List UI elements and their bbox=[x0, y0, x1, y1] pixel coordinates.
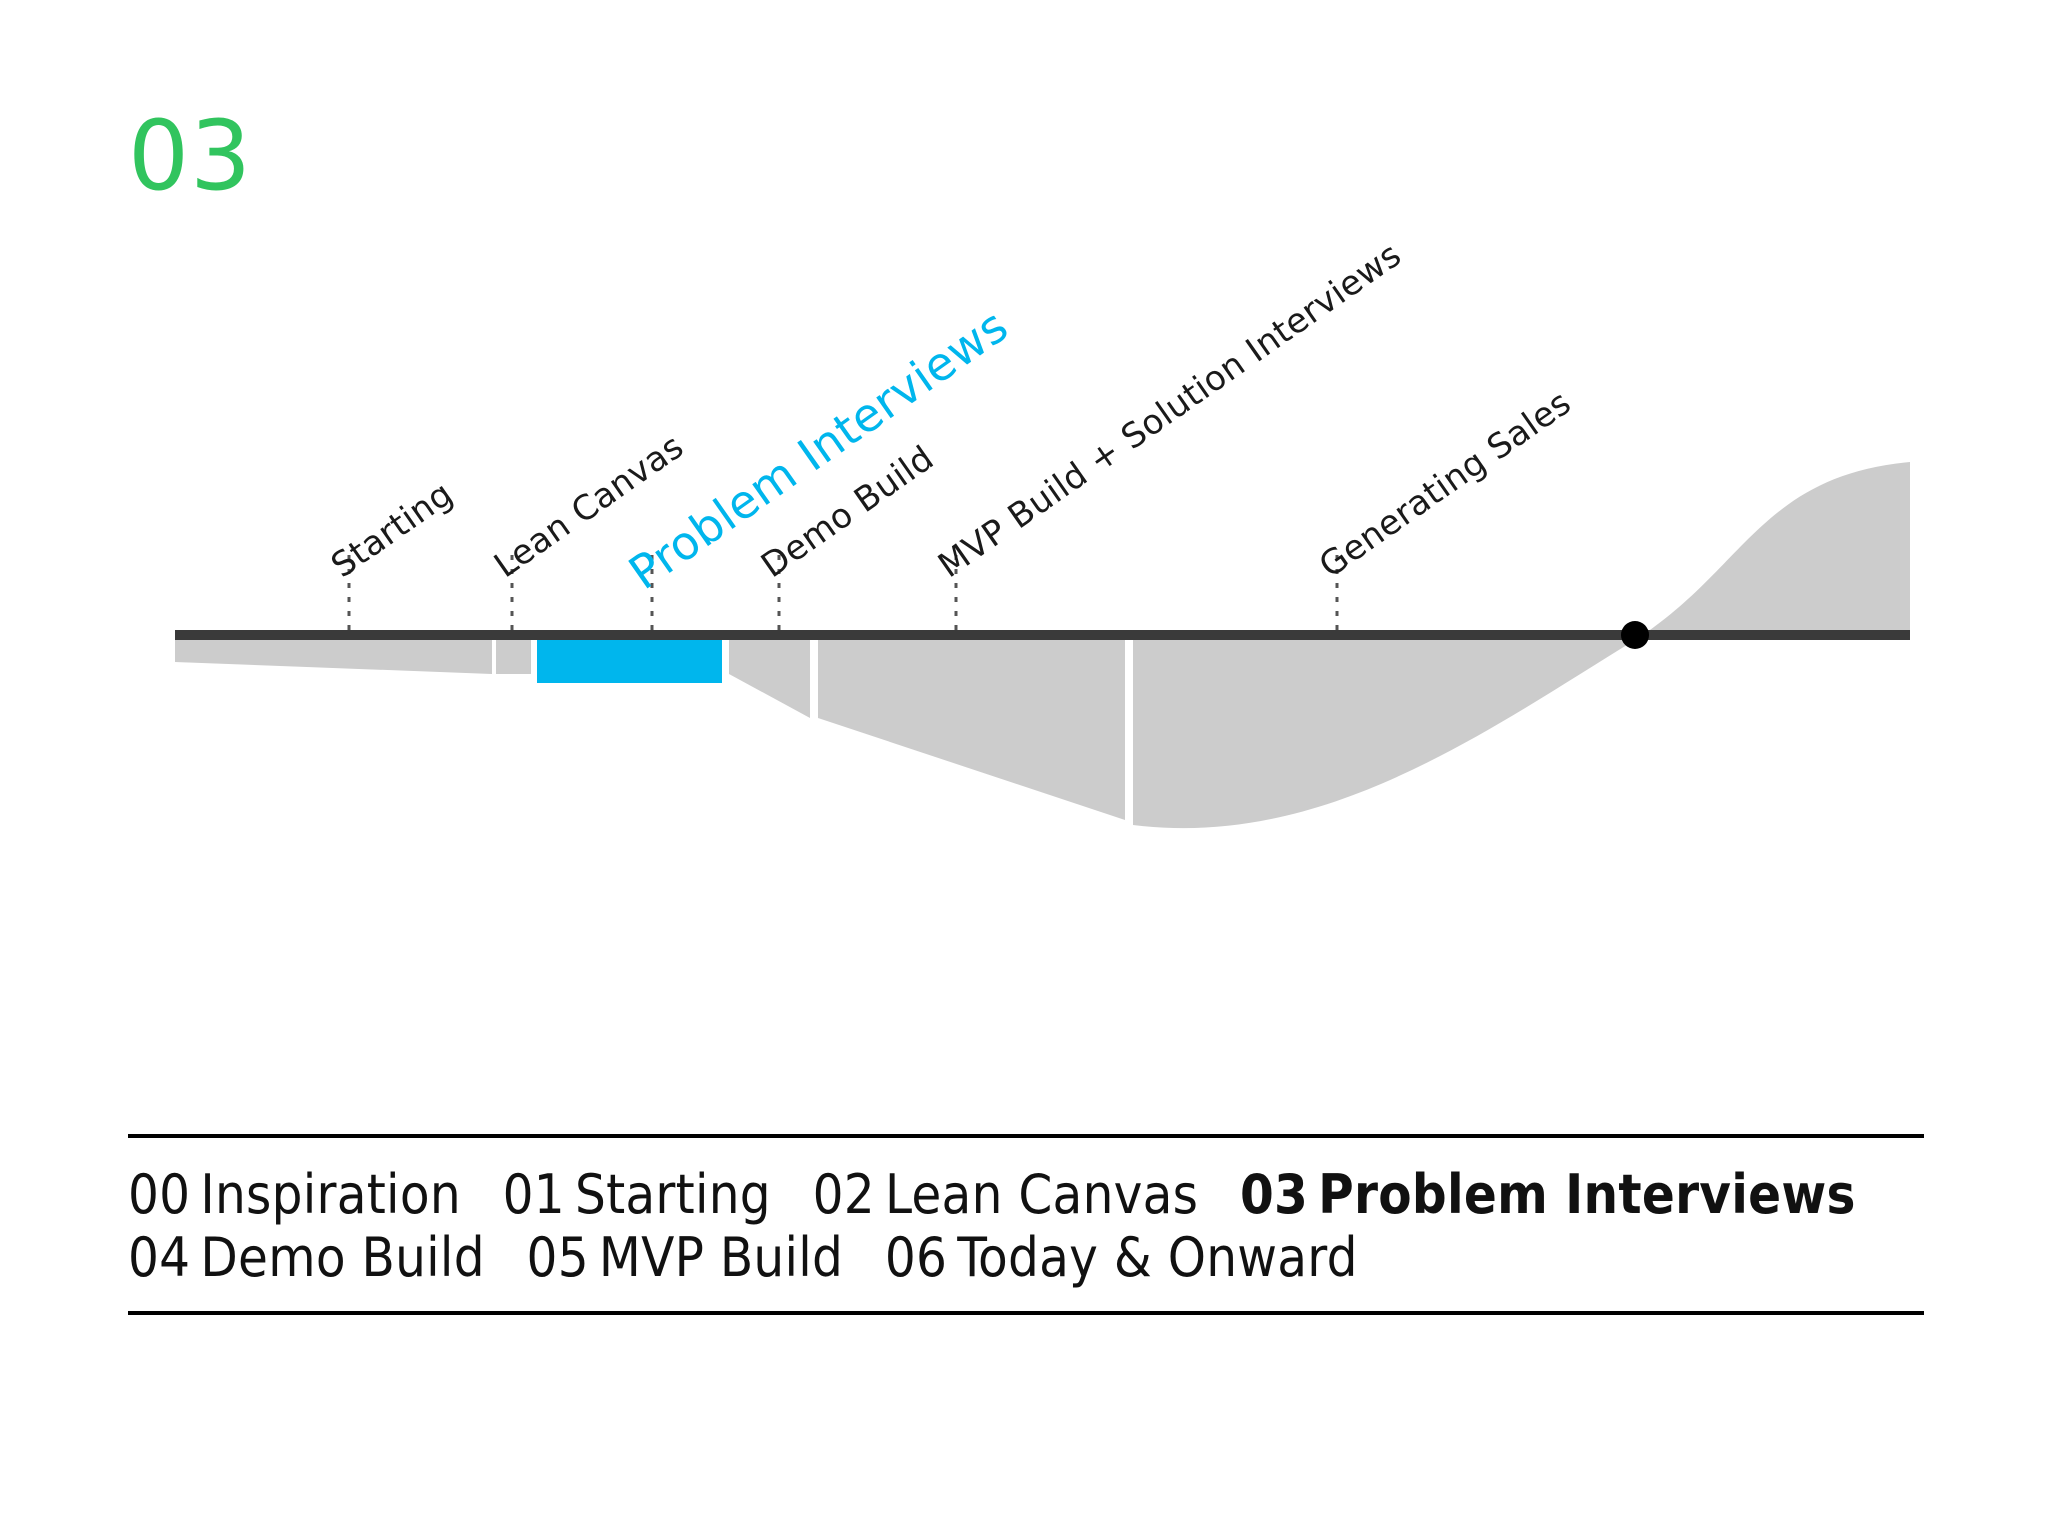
breakeven-dot bbox=[1621, 621, 1649, 649]
nav-item-number: 06 bbox=[884, 1225, 948, 1289]
cashflow-band-mvp-build bbox=[818, 640, 1125, 820]
slide-number: 03 bbox=[128, 100, 253, 212]
cashflow-band-lean-canvas bbox=[496, 640, 531, 674]
cashflow-band-demo-build bbox=[729, 640, 810, 718]
nav-item-label: Inspiration bbox=[200, 1163, 461, 1226]
nav-item-number: 02 bbox=[812, 1163, 875, 1226]
breakeven-marker-dot bbox=[1621, 621, 1649, 649]
highlight-band-problem-interviews bbox=[537, 640, 722, 683]
cashflow-band-generating-sales bbox=[1133, 640, 1635, 829]
nav-item-label: Problem Interviews bbox=[1318, 1163, 1856, 1226]
cashflow-chart-svg bbox=[175, 462, 1910, 829]
nav-item-label: Demo Build bbox=[200, 1225, 485, 1289]
cashflow-band-starting bbox=[175, 640, 492, 674]
nav-item-number: 01 bbox=[502, 1163, 565, 1226]
axis-cap-lean-canvas bbox=[496, 630, 531, 640]
nav-item-number: 03 bbox=[1239, 1163, 1309, 1226]
nav-item-label: Starting bbox=[574, 1163, 771, 1226]
nav-item-label: Today & Onward bbox=[957, 1225, 1358, 1289]
axis-cap-generating-sales bbox=[1133, 630, 1635, 640]
nav-item-label: MVP Build bbox=[598, 1225, 844, 1289]
nav-item-number: 05 bbox=[526, 1225, 589, 1289]
cashflow-growth-tail bbox=[1635, 462, 1910, 640]
nav-rule-top bbox=[128, 1134, 1924, 1138]
highlighted-stage-band bbox=[537, 640, 722, 683]
axis-cap-starting bbox=[175, 630, 492, 640]
nav-item-label: Lean Canvas bbox=[884, 1163, 1199, 1226]
axis-cap-demo-build bbox=[729, 630, 810, 640]
axis-cap-mvp-build bbox=[818, 630, 1125, 640]
cashflow-area bbox=[175, 462, 1910, 829]
nav-item-number: 04 bbox=[128, 1225, 191, 1289]
zero-axis-line bbox=[175, 630, 1910, 640]
nav-rule-bottom bbox=[128, 1311, 1924, 1316]
axis-cap-problem-interviews bbox=[537, 630, 722, 640]
nav-item-number: 00 bbox=[128, 1163, 191, 1226]
